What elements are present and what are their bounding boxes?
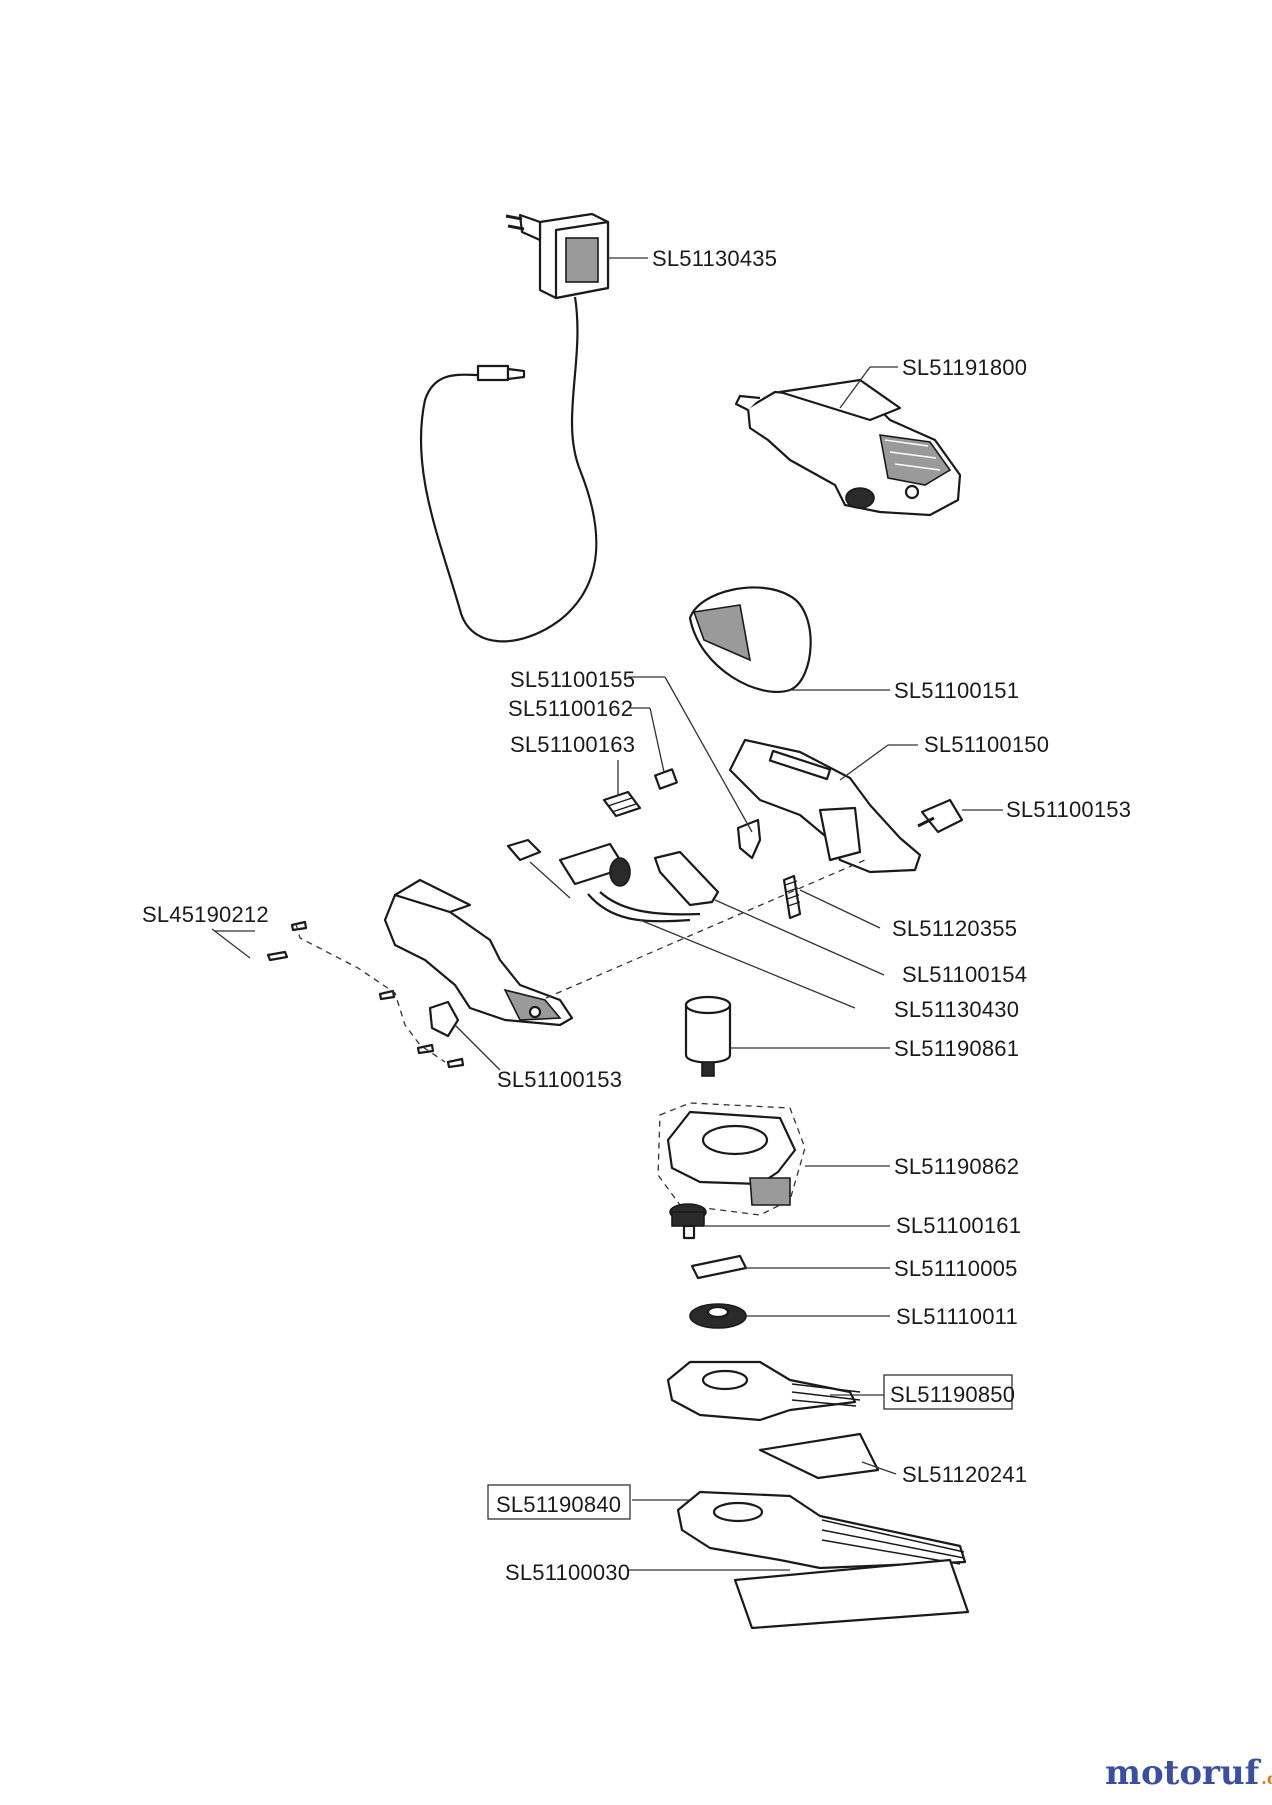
label-box-blade-short — [883, 1374, 1013, 1410]
part-label-screws: SL45190212 — [142, 902, 269, 927]
part-label-p153b: SL51100153 — [497, 1067, 622, 1092]
part-label-plate: SL51110005 — [894, 1256, 1018, 1281]
svg-text:motoruf.de: motoruf.de — [1105, 1753, 1272, 1793]
motor-drawing — [684, 995, 732, 1077]
part-label-battery: SL51130430 — [894, 997, 1019, 1022]
part-label-knob: SL51100161 — [896, 1213, 1021, 1238]
watermark-suffix: .de — [1261, 1769, 1272, 1788]
charger-drawing — [419, 212, 610, 643]
part-label-blade-short: SL51190850 — [890, 1382, 1015, 1407]
handle-housing-drawing — [383, 878, 574, 1038]
part-label-p163: SL51100163 — [510, 732, 635, 757]
part-label-gear: SL51110011 — [896, 1304, 1018, 1329]
part-label-p150: SL51100150 — [924, 732, 1049, 757]
part-label-gearbox: SL51190862 — [894, 1154, 1019, 1179]
housing-top-drawing — [734, 378, 962, 517]
part-label-cover: SL51100151 — [894, 678, 1019, 703]
part-label-guard-long: SL51100030 — [505, 1560, 630, 1585]
part-label-p155: SL51100155 — [510, 667, 635, 692]
knob-plate-gear-drawing — [669, 1203, 748, 1329]
side-housing-drawing — [728, 738, 922, 874]
blade-long-drawing — [676, 1490, 970, 1630]
part-label-guard-short: SL51120241 — [902, 1462, 1027, 1487]
gearbox-drawing — [657, 1102, 806, 1216]
blade-short-drawing — [666, 1360, 880, 1480]
part-label-motor: SL51190861 — [894, 1036, 1019, 1061]
part-label-blade-long: SL51190840 — [496, 1492, 621, 1517]
part-label-p154: SL51100154 — [902, 962, 1027, 987]
part-label-charger: SL51130435 — [652, 246, 777, 271]
watermark-main: motoruf — [1105, 1753, 1262, 1793]
label-box-blade-long — [487, 1484, 631, 1520]
watermark: motoruf.de — [1105, 1753, 1272, 1793]
part-label-housing-top: SL51191800 — [902, 355, 1027, 380]
battery-drawing — [506, 838, 701, 923]
part-label-p162: SL51100162 — [508, 696, 633, 721]
leader-lines — [211, 257, 1003, 1571]
part-label-spring: SL51120355 — [892, 916, 1017, 941]
small-parts-drawing — [602, 768, 964, 920]
part-label-p153a: SL51100153 — [1006, 797, 1131, 822]
cover-drawing — [688, 586, 812, 693]
